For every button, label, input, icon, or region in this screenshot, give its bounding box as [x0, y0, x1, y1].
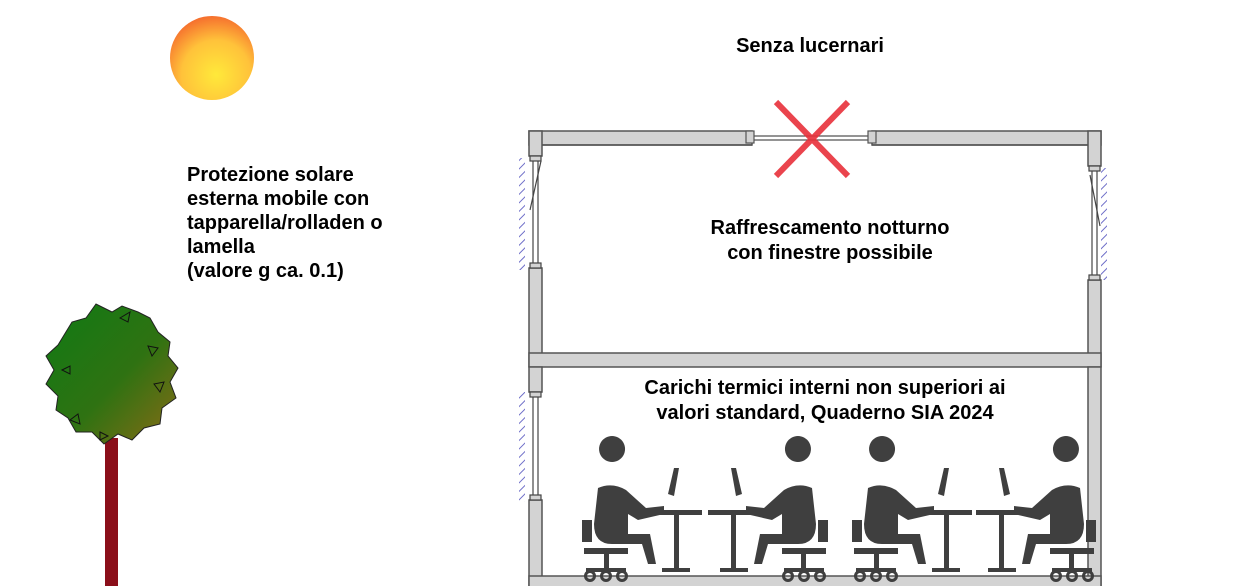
chair-wheel: [1082, 570, 1094, 582]
chair-wheel: [1050, 570, 1062, 582]
chair-wheel: [600, 570, 612, 582]
cross-icon: [773, 99, 851, 179]
night-cooling-label: Raffrescamento notturno con finestre pos…: [620, 216, 1040, 266]
shading-label-line: (valore g ca. 0.1): [187, 260, 344, 282]
tree-icon: [45, 303, 179, 586]
window-right-upper: [1088, 165, 1101, 281]
blind-left-lower: [519, 392, 525, 502]
internal-loads-line: Carichi termici interni non superiori ai: [644, 377, 1006, 399]
chair-wheel: [886, 570, 898, 582]
office-workers: [582, 436, 1096, 582]
shading-label-line: tapparella/rolladen o: [187, 212, 383, 234]
worker-silhouette: [582, 436, 702, 572]
window-left-lower: [529, 391, 542, 501]
floor-slab: [528, 352, 1102, 368]
chair-wheel: [584, 570, 596, 582]
worker-silhouette: [708, 436, 828, 572]
wall-left-upper: [528, 130, 543, 157]
office-worker-icon: [582, 436, 702, 582]
wall-left-lower-top: [528, 366, 543, 393]
building-section: [528, 130, 1102, 586]
wall-right-upper: [1087, 130, 1102, 167]
night-cooling-line: con finestre possibile: [727, 242, 933, 264]
shading-label-line: lamella: [187, 236, 255, 258]
window-left-upper: [529, 155, 542, 269]
roof-left: [528, 130, 753, 146]
chair-wheel: [854, 570, 866, 582]
internal-loads-label: Carichi termici interni non superiori ai…: [560, 376, 1090, 426]
office-worker-icon: [976, 436, 1096, 582]
tree-crown: [45, 303, 179, 445]
blind-right-upper: [1101, 168, 1107, 280]
internal-loads-line: valori standard, Quaderno SIA 2024: [656, 402, 994, 424]
chair-wheel: [814, 570, 826, 582]
chair-wheel: [870, 570, 882, 582]
shading-label-line: esterna mobile con: [187, 188, 370, 210]
night-cooling-line: Raffrescamento notturno: [710, 217, 950, 239]
sun-icon: [170, 16, 254, 100]
chair-wheel: [616, 570, 628, 582]
diagram-title: Senza lucernari: [736, 35, 884, 57]
wall-left-lower-bottom: [528, 499, 543, 586]
tree-trunk: [105, 438, 118, 586]
wall-left-upper-lower: [528, 267, 543, 367]
shading-label-line: Protezione solare: [187, 164, 354, 186]
office-worker-icon: [852, 436, 972, 582]
chair-wheel: [782, 570, 794, 582]
shading-label: Protezione solare esterna mobile con tap…: [187, 163, 487, 283]
worker-silhouette: [976, 436, 1096, 572]
worker-silhouette: [852, 436, 972, 572]
tree-leaves-detail: [60, 310, 165, 441]
blind-left-upper: [519, 158, 525, 270]
chair-wheel: [798, 570, 810, 582]
chair-wheel: [1066, 570, 1078, 582]
office-worker-icon: [708, 436, 828, 582]
roof-right: [871, 130, 1102, 146]
